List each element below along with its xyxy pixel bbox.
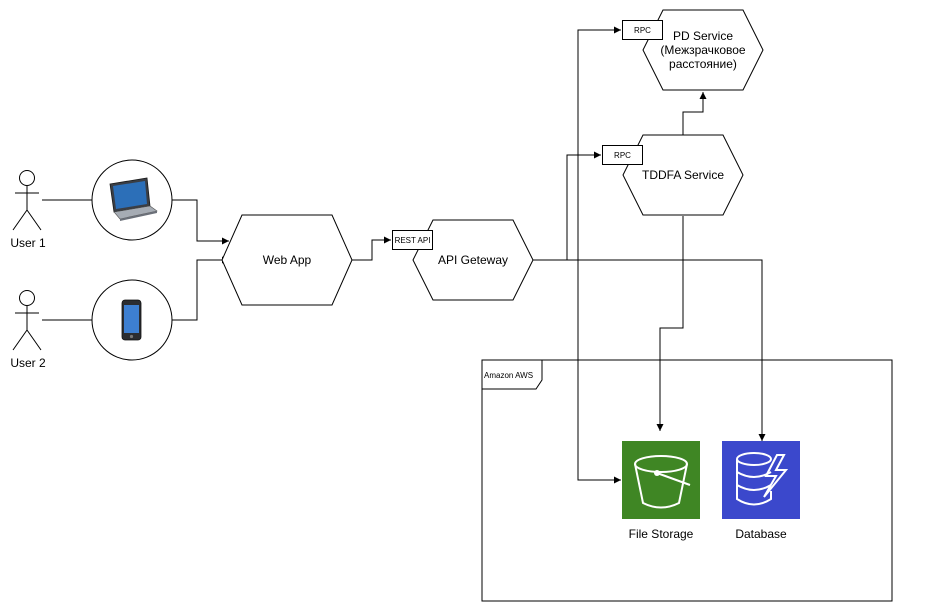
connector-gateway-filestorage: [577, 260, 621, 484]
file-storage-label: File Storage: [628, 527, 694, 541]
pd-service-label: PD Service (Межзрачковое расстояние): [660, 29, 746, 71]
database-label: Database: [735, 527, 787, 541]
web-app-node: [221, 214, 353, 306]
connector-tddfa-filestorage: [656, 216, 684, 431]
user-2-label: User 2: [10, 356, 46, 370]
tddfa-service-label: TDDFA Service: [641, 168, 725, 182]
aws-group-label: Amazon AWS: [484, 371, 534, 380]
aws-group-frame: [481, 359, 893, 602]
dynamodb-icon: [722, 441, 800, 519]
aws-group-tab: [481, 359, 543, 390]
connector-gateway-database: [533, 259, 766, 441]
connectors: [42, 26, 766, 484]
connector-tddfa-pd: [682, 92, 707, 135]
connector-phone-webapp: [172, 256, 229, 321]
connector-laptop-webapp: [172, 199, 229, 245]
user-2-actor-icon: [12, 290, 42, 351]
connector-webapp-gateway: [352, 236, 391, 261]
smartphone-icon: [121, 299, 142, 341]
user-1-actor-icon: [12, 170, 42, 231]
tddfa-service-node: [622, 134, 744, 216]
api-gateway-label: API Geteway: [437, 253, 509, 267]
user-1-label: User 1: [10, 236, 46, 250]
s3-bucket-icon: [622, 441, 700, 519]
connector-gateway-tddfa: [533, 151, 601, 261]
laptop-icon: [109, 177, 158, 221]
web-app-label: Web App: [262, 253, 312, 267]
pd-service-node: [642, 9, 764, 91]
rpc-tddfa-interface-tag: RPC: [602, 145, 643, 165]
rpc-pd-interface-tag: RPC: [622, 20, 663, 40]
rest-api-interface-tag: REST API: [392, 230, 433, 250]
api-gateway-node: [412, 219, 534, 301]
